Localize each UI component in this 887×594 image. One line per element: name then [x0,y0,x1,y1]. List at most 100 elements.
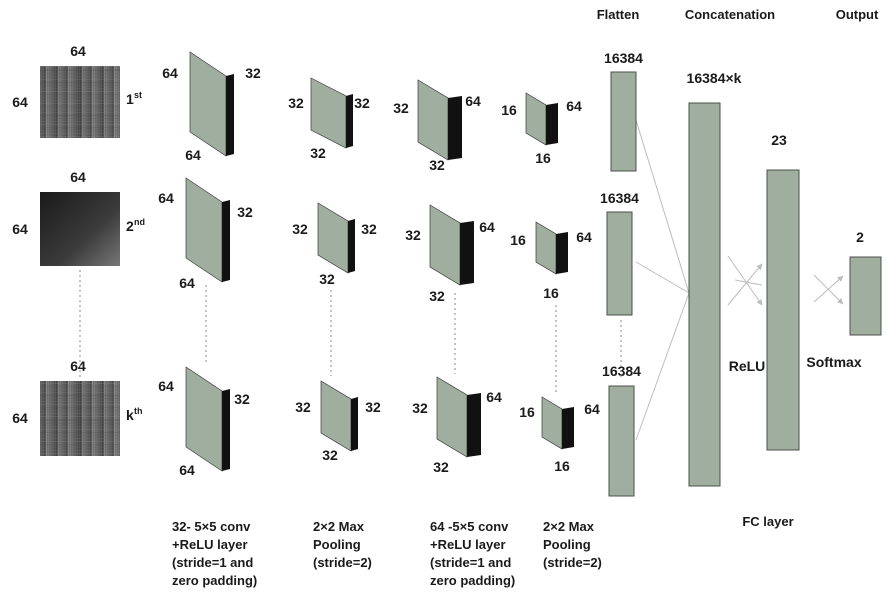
input-order-suffix-1: st [134,90,142,100]
header-output: Output [836,7,879,22]
pool1-height-3: 32 [322,447,338,463]
input-image-2 [40,192,120,266]
pool1-depth-3: 32 [295,399,311,415]
pool1-width-1: 32 [354,95,370,111]
pool2-height-3: 16 [554,458,570,474]
input-order-suffix-3: th [134,406,143,416]
conv2-block-3-side [467,393,481,457]
conv1-width-1: 32 [245,65,261,81]
caption-conv2-line-2: +ReLU layer [430,537,506,552]
pool1-block-3 [320,380,358,452]
caption-pool2-line-2: Pooling [543,537,591,552]
pool2-block-3-face [541,396,563,450]
caption-conv2-line-3: (stride=1 and [430,555,511,570]
conv1-width-3: 32 [234,391,250,407]
pool2-block-2-side [556,232,568,274]
caption-conv2-line-4: zero padding) [430,573,515,588]
pool1-depth-2: 32 [292,221,308,237]
flatten-size-2: 16384 [600,190,639,206]
pool2-height-2: 16 [543,285,559,301]
softmax-label: Softmax [806,354,861,370]
pool1-depth-1: 32 [288,95,304,111]
conv2-block-3-face [436,376,468,458]
caption-pool2-line-1: 2×2 Max [543,519,595,534]
input-image-1 [40,66,120,138]
pool2-block-3-side [562,407,574,449]
conv2-block-1-side [448,96,462,160]
conv2-block-1 [417,79,462,161]
pool1-height-2: 32 [319,271,335,287]
conv1-block-2 [185,177,230,283]
pool2-width-1: 64 [566,98,582,114]
input-order-1: 1 [126,91,134,107]
input-size-top-3: 64 [70,358,86,374]
pool2-block-1-side [546,103,558,145]
conv2-width-3: 64 [486,389,502,405]
conv2-width-2: 64 [479,219,495,235]
conv2-depth-1: 32 [393,100,409,116]
relu-arrow-2 [727,263,763,306]
conv1-height-2: 64 [179,275,195,291]
pool1-block-2-face [317,202,349,274]
header-concatenation: Concatenation [685,7,775,22]
pool1-block-1 [310,77,353,149]
link-flatten-3 [635,292,690,441]
conv1-width-2: 32 [237,204,253,220]
conv1-block-3-face [185,366,223,472]
relu-label: ReLU [729,358,766,374]
input-order-3: k [126,407,134,423]
caption-pool2-line-3: (stride=2) [543,555,602,570]
pool2-width-2: 64 [576,229,592,245]
caption-conv1-line-4: zero padding) [172,573,257,588]
conv2-height-2: 32 [429,288,445,304]
conv2-block-3 [436,376,481,458]
conv2-depth-2: 32 [405,227,421,243]
conv2-depth-3: 32 [412,400,428,416]
pool2-block-1-face [525,92,547,146]
header-flatten: Flatten [597,7,640,22]
pool2-depth-1: 16 [501,102,517,118]
pool2-block-1 [525,92,558,146]
conv1-block-2-face [185,177,223,283]
relu-arrow-1 [727,255,763,306]
caption-conv1-line-3: (stride=1 and [172,555,253,570]
pool1-block-1-side [346,94,353,148]
caption-pool1-line-2: Pooling [313,537,361,552]
input-size-left-1: 64 [12,94,28,110]
pool1-block-1-face [310,77,347,149]
input-size-top-1: 64 [70,43,86,59]
pool1-height-1: 32 [310,145,326,161]
conv1-height-1: 64 [185,147,201,163]
softmax-arrow-2 [813,275,844,303]
caption-conv2-line-1: 64 -5×5 conv [430,519,509,534]
conv2-width-1: 64 [465,93,481,109]
output-bar [849,256,882,336]
input-order-suffix-2: nd [134,217,145,227]
output-size: 2 [856,229,864,245]
conv1-depth-2: 64 [158,190,174,206]
conv1-block-3 [185,366,230,472]
flatten-size-3: 16384 [602,363,641,379]
caption-conv1-line-1: 32- 5×5 conv [172,519,251,534]
pool2-height-1: 16 [535,150,551,166]
pool1-block-2 [317,202,355,274]
pool2-block-2 [535,221,568,275]
conv2-block-2-side [460,221,474,285]
input-order-2: 2 [126,218,134,234]
pool2-block-2-face [535,221,557,275]
pool1-block-3-side [351,397,358,451]
conv1-block-1-side [226,74,234,156]
input-size-left-2: 64 [12,221,28,237]
flatten-size-1: 16384 [604,50,643,66]
conv2-height-3: 32 [433,459,449,475]
conv2-block-2-face [429,204,461,286]
pool1-block-2-side [348,219,355,273]
fc-size: 23 [771,132,787,148]
conv2-block-2 [429,204,474,286]
concat-bar [688,102,721,487]
concat-size: 16384×k [687,70,742,86]
flatten-bar-2 [606,211,633,316]
conv2-block-1-face [417,79,449,161]
relu-arrow-3 [734,279,763,286]
